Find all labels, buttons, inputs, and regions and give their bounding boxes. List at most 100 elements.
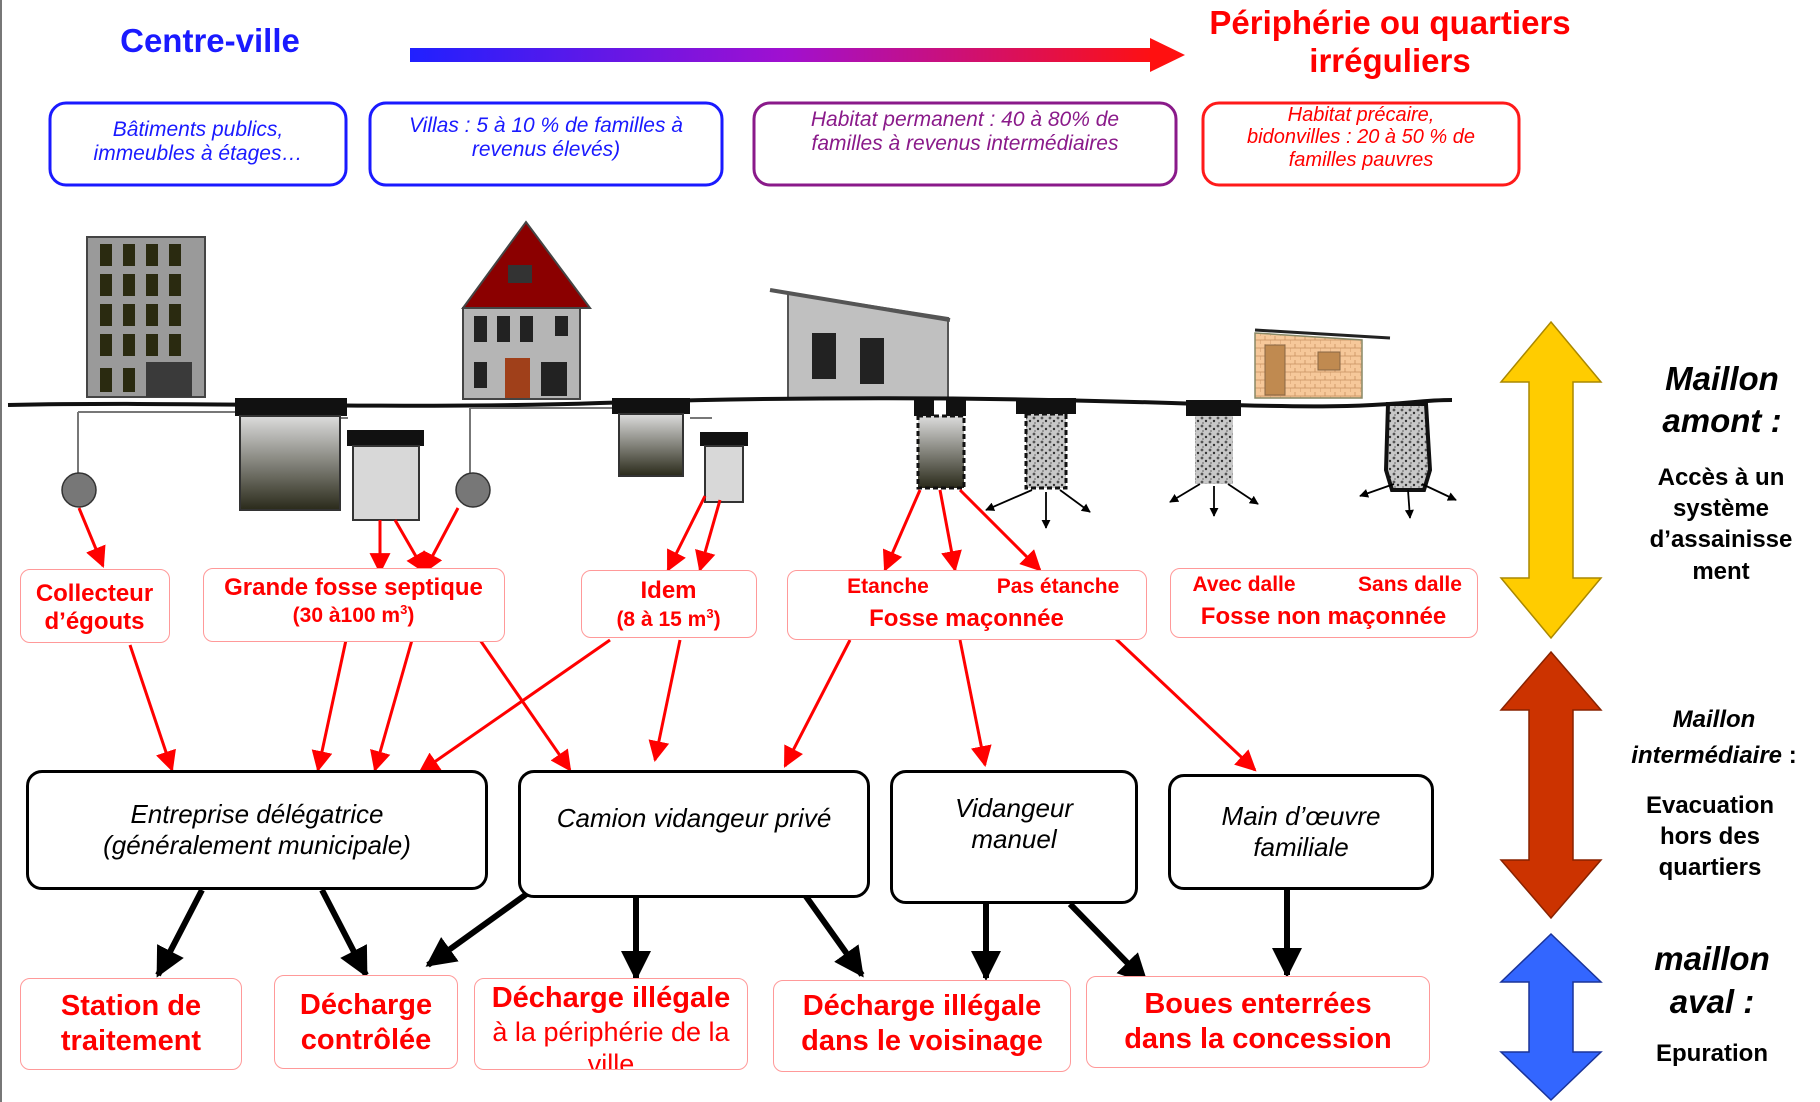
maillon-intermediaire-title: Maillon intermédiaire :	[1610, 702, 1818, 774]
maillon-amont-desc-line2: système	[1672, 495, 1770, 523]
operator-vidangeur-line1: Vidangeur	[954, 793, 1074, 823]
label-avec-dalle: Avec dalle	[1192, 573, 1296, 596]
dest-decharge-illegale-peripherie: Décharge illégale à la périphérie de la …	[474, 978, 748, 1070]
operator-camion: Camion vidangeur privé	[518, 770, 870, 898]
maillon-amont-desc-line3: d’assainisse	[1649, 526, 1793, 554]
operator-camion-label: Camion vidangeur privé	[556, 803, 832, 833]
zone-permanent-text: Habitat permanent : 40 à 80% de familles…	[756, 108, 1174, 156]
zone-precaire-text: Habitat précaire, bidonvilles : 20 à 50 …	[1205, 104, 1517, 171]
operator-main-oeuvre-line1: Main d’œuvre	[1221, 800, 1381, 831]
dest-illegale-v-line2: dans le voisinage	[801, 1024, 1043, 1057]
gradient-arrow	[410, 38, 1185, 72]
black-flow-arrows	[155, 885, 1302, 985]
label-pas-etanche: Pas étanche	[996, 575, 1120, 598]
zone-villas-text: Villas : 5 à 10 % de familles à revenus …	[372, 114, 720, 162]
maillon-amont-desc: Accès à un système d’assainisse ment	[1636, 462, 1806, 587]
zone-public-line2: immeubles à étages…	[93, 142, 303, 166]
dest-station-line1: Station de	[60, 990, 202, 1022]
manhole-icon	[61, 472, 97, 508]
maillon-amont-line1: Maillon	[1665, 360, 1779, 397]
dest-illegale-p-line3: ville	[587, 1049, 635, 1070]
manhole-icon	[455, 472, 491, 508]
label-collecteur-line2: d’égouts	[44, 607, 145, 635]
label-fosse-non-maconnee-title: Fosse non maçonnée	[1200, 603, 1447, 630]
zone-box-permanent	[752, 101, 1178, 187]
zone-precaire-line3: familles pauvres	[1288, 148, 1434, 171]
label-idem: Idem (8 à 15 m3)	[581, 570, 757, 638]
label-etanche: Etanche	[847, 575, 929, 598]
dest-boues-line2: dans la concession	[1124, 1022, 1392, 1055]
label-grande-fosse: Grande fosse septique (30 à100 m3)	[203, 568, 505, 642]
label-fosse-maconnee: Etanche Pas étanche Fosse maçonnée	[787, 570, 1147, 640]
zone-permanent-line2: familles à revenus intermédiaires	[811, 132, 1119, 156]
zone-box-villas	[368, 101, 724, 187]
dest-station-line2: traitement	[60, 1024, 202, 1057]
dest-illegale-p-line2: à la périphérie de la	[492, 1016, 730, 1047]
septic-tank-small-icon	[612, 398, 690, 477]
operator-entreprise: Entreprise délégatrice(généralement muni…	[26, 770, 488, 890]
label-fosse-non-maconnee: Avec dalle Sans dalle Fosse non maçonnée	[1170, 568, 1478, 638]
operator-vidangeur-line2: manuel	[971, 824, 1057, 855]
shack-icon	[1254, 328, 1391, 399]
intermediaire-double-arrow	[1499, 650, 1603, 920]
label-collecteur: Collecteur d’égouts	[20, 569, 170, 643]
dest-decharge-controlee-line2: contrôlée	[300, 1023, 432, 1056]
septic-tank-large-icon	[235, 398, 347, 511]
maillon-intermediaire-colon: :	[1788, 742, 1797, 769]
villa-icon	[461, 220, 592, 400]
zone-precaire-line2: bidonvilles : 20 à 50 % de	[1247, 126, 1475, 149]
unlined-pit-slab-icon	[1169, 400, 1259, 517]
label-idem-title: Idem	[640, 577, 697, 604]
maillon-amont-desc-line1: Accès à un	[1657, 464, 1785, 491]
label-collecteur-line1: Collecteur	[35, 580, 154, 607]
label-grande-fosse-volume: (30 à100 m3)	[292, 602, 415, 627]
maillon-intermediaire-desc: Evacuation hors des quartiers	[1620, 790, 1800, 884]
zone-public-text: Bâtiments publics, immeubles à étages…	[52, 118, 344, 166]
zone-permanent-line1: Habitat permanent : 40 à 80% de	[810, 108, 1120, 131]
label-fosse-maconnee-title: Fosse maçonnée	[869, 605, 1064, 632]
maillon-intermediaire-line1: Maillon	[1672, 706, 1756, 733]
zone-box-precaire	[1201, 101, 1521, 187]
zone-villas-line1: Villas : 5 à 10 % de familles à	[409, 114, 683, 137]
centre-ville-title: Centre-ville	[120, 22, 300, 59]
maillon-aval-line1: maillon	[1654, 940, 1770, 977]
dest-illegale-v-line1: Décharge illégale	[802, 990, 1042, 1022]
zone-public-line1: Bâtiments publics,	[112, 118, 284, 141]
maillon-aval-title: maillon aval :	[1622, 938, 1802, 1024]
red-flow-arrows	[77, 488, 1257, 774]
maillon-intermediaire-line2: intermédiaire	[1631, 742, 1783, 769]
leaking-pit-icon	[985, 398, 1091, 529]
maillon-aval-line2: aval :	[1669, 982, 1755, 1020]
unlined-pit-noslab-icon	[1359, 402, 1457, 519]
label-sans-dalle: Sans dalle	[1358, 573, 1462, 596]
zone-villas-line2: revenus élevés)	[471, 138, 621, 162]
peripherie-title: Périphérie ou quartiers irréguliers	[1180, 4, 1600, 80]
soak-pit-icon	[700, 432, 748, 503]
maillon-intermediaire-desc-line1: Evacuation	[1645, 792, 1775, 819]
amont-double-arrow	[1499, 320, 1603, 640]
dest-boues-line1: Boues enterrées	[1144, 988, 1372, 1020]
aval-double-arrow	[1499, 932, 1603, 1102]
zone-box-public	[48, 101, 348, 187]
watertight-pit-icon	[914, 398, 966, 490]
maillon-amont-desc-line4: ment	[1692, 557, 1750, 585]
dest-illegale-p-line1: Décharge illégale	[491, 982, 731, 1014]
operator-entreprise-line1: Entreprise délégatrice	[130, 798, 384, 829]
dest-decharge-controlee-line1: Décharge	[299, 989, 433, 1021]
operator-main-oeuvre-line2: familiale	[1253, 832, 1349, 862]
maillon-aval-desc: Epuration	[1656, 1040, 1768, 1067]
label-idem-volume: (8 à 15 m3)	[616, 606, 721, 631]
permanent-house-icon	[769, 288, 951, 400]
maillon-intermediaire-desc-line3: quartiers	[1658, 854, 1762, 882]
peripherie-title-line2: irréguliers	[1309, 41, 1471, 79]
operator-entreprise-line2: (généralement municipale)	[103, 830, 411, 860]
maillon-intermediaire-desc-line2: hors des	[1659, 823, 1761, 851]
